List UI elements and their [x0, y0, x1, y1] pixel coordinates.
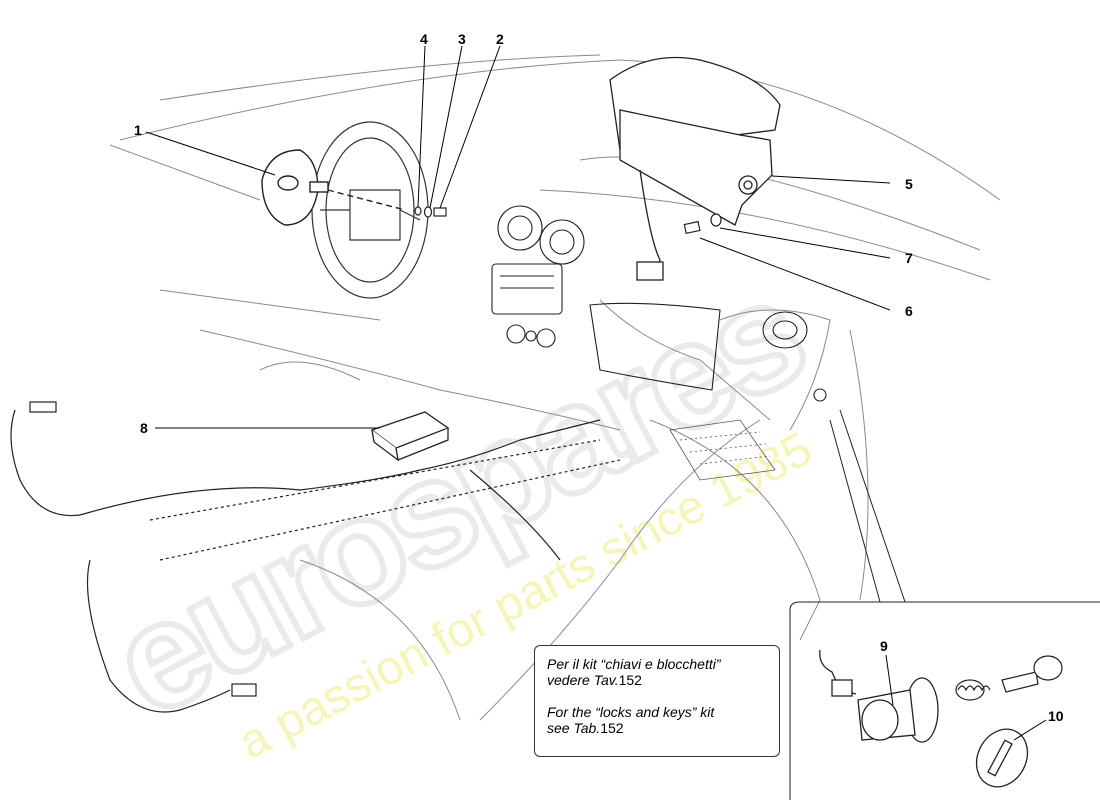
screw-and-washers [414, 206, 447, 218]
wiring-harness [10, 401, 621, 713]
steering-wheel [311, 121, 429, 299]
passenger-airbag [609, 56, 781, 281]
passenger-bolt-washer [683, 213, 722, 235]
note-en-ref-number: 152 [600, 720, 624, 736]
callout-9: 9 [880, 638, 888, 654]
note-it-text-1: Per il kit “chiavi e blocchetti” [547, 656, 721, 672]
callout-1: 1 [134, 122, 142, 138]
leader-lines [145, 45, 1047, 741]
callout-6: 6 [905, 303, 913, 319]
note-english-line1: For the “locks and keys” kit [547, 704, 769, 720]
note-it-ref-label: vedere Tav. [547, 672, 619, 688]
callout-4: 4 [420, 31, 428, 47]
callout-2: 2 [496, 31, 504, 47]
dashboard-center [491, 205, 585, 348]
reference-note: Per il kit “chiavi e blocchetti” vedere … [534, 645, 780, 757]
lock-spring [955, 679, 991, 701]
key [1001, 655, 1063, 693]
callout-numbers: 1 2 3 4 5 6 7 8 9 10 [134, 31, 1064, 724]
detail-inset [789, 409, 1100, 800]
floor-vent-grid [669, 419, 776, 481]
note-it-ref-number: 152 [618, 672, 642, 688]
callout-3: 3 [458, 31, 466, 47]
note-italian-line2: vedere Tav.152 [547, 672, 769, 688]
driver-airbag-module [261, 149, 406, 226]
note-en-text-1: For the “locks and keys” kit [547, 704, 715, 720]
note-english-line2: see Tab.152 [547, 720, 769, 736]
note-italian-line1: Per il kit “chiavi e blocchetti” [547, 656, 769, 672]
glovebox-and-vent [589, 302, 827, 402]
lock-cover-disc [975, 728, 1029, 788]
callout-7: 7 [905, 250, 913, 266]
note-en-ref-label: see Tab. [547, 720, 601, 736]
callout-5: 5 [905, 176, 913, 192]
cabin-outline [109, 54, 1001, 721]
callout-10: 10 [1048, 708, 1064, 724]
airbag-control-unit [370, 411, 450, 462]
ignition-lock-cylinder [819, 649, 939, 743]
callout-8: 8 [140, 420, 148, 436]
